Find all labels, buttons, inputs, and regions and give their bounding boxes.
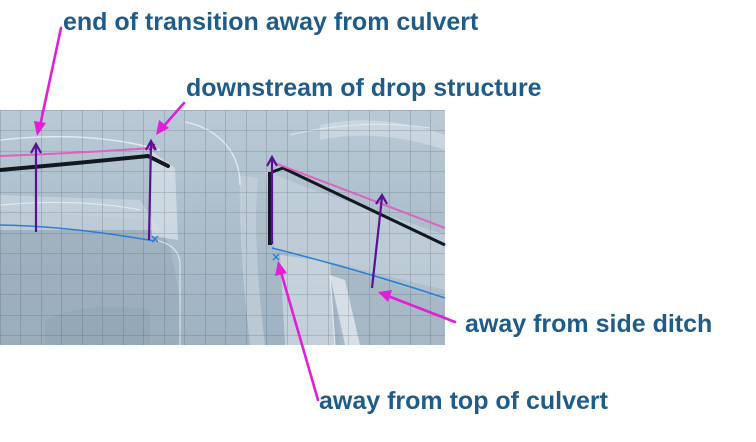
callout-arrow-side-ditch <box>386 294 457 324</box>
profile-lines <box>0 143 446 299</box>
label-transition-end: end of transition away from culvert <box>63 8 479 36</box>
callout-arrow-transition <box>38 26 63 128</box>
blue-profile-left <box>0 224 156 242</box>
offset-arrow-side-ditch <box>370 192 388 289</box>
magenta-profile-right <box>271 161 446 229</box>
callout-arrow-culvert-top <box>279 270 320 402</box>
label-drop-downstream: downstream of drop structure <box>186 74 542 102</box>
magenta-profile-left <box>0 147 153 157</box>
label-side-ditch: away from side ditch <box>465 310 713 338</box>
blue-profile-right <box>271 247 446 299</box>
offset-arrow-drop <box>145 138 157 241</box>
offset-arrow-transition <box>30 141 42 232</box>
callout-arrows <box>34 26 457 402</box>
terrain-panel <box>0 110 445 346</box>
offset-arrows <box>30 138 388 289</box>
breaklines <box>0 153 446 247</box>
label-culvert-top: away from top of culvert <box>319 387 608 415</box>
callout-arrow-drop <box>161 101 186 129</box>
offset-arrow-culvert-top <box>266 154 278 244</box>
